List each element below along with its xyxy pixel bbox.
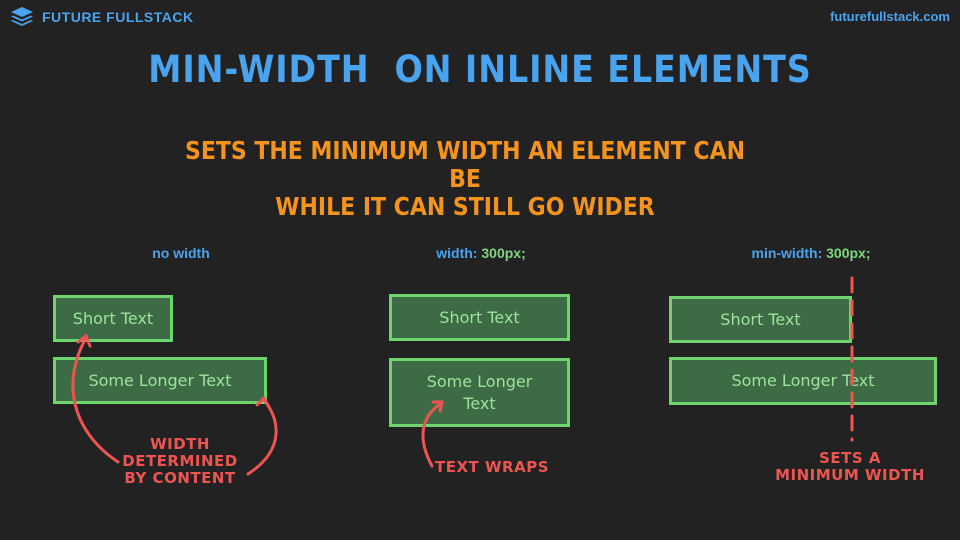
arrow-to-longer-text	[246, 398, 278, 476]
page-title: MIN-WIDTH ON INLINE ELEMENTS	[148, 48, 812, 91]
subtitle: SETS THE MINIMUM WIDTH AN ELEMENT CAN BE…	[183, 137, 746, 221]
note-line: TEXT WRAPS	[435, 458, 549, 476]
brand: FUTURE FULLSTACK	[10, 6, 194, 28]
short-text-box: Short Text	[389, 294, 570, 341]
column-label-no-width: no width	[152, 245, 210, 261]
column-label-text: no width	[152, 245, 210, 261]
column-label-value: 300px;	[481, 245, 526, 261]
subtitle-line-1: SETS THE MINIMUM WIDTH AN ELEMENT CAN BE	[184, 136, 746, 193]
note-sets-minimum-width: SETS A MINIMUM WIDTH	[770, 450, 930, 484]
note-line: SETS A	[819, 449, 881, 467]
note-line: WIDTH	[150, 435, 210, 453]
column-label-text: min-width:	[751, 245, 827, 261]
column-label-width: width: 300px;	[436, 245, 525, 261]
note-line: BY CONTENT	[124, 469, 236, 487]
note-width-determined: WIDTH DETERMINED BY CONTENT	[120, 436, 240, 487]
note-text-wraps: TEXT WRAPS	[432, 459, 552, 476]
column-label-value: 300px;	[826, 245, 871, 261]
short-text-box: Short Text	[53, 295, 173, 342]
site-url: futurefullstack.com	[830, 9, 950, 24]
brand-name: FUTURE FULLSTACK	[42, 9, 194, 25]
longer-text-box: Some Longer Text	[53, 357, 267, 404]
stacked-layers-icon	[11, 7, 33, 26]
note-line: DETERMINED	[122, 452, 238, 470]
short-text-box: Short Text	[669, 296, 852, 343]
longer-text-box: Some Longer Text	[669, 357, 937, 405]
longer-text-box: Some Longer Text	[389, 358, 570, 427]
column-label-min-width: min-width: 300px;	[751, 245, 870, 261]
column-label-text: width:	[436, 245, 482, 261]
note-line: MINIMUM WIDTH	[775, 466, 925, 484]
subtitle-line-2: WHILE IT CAN STILL GO WIDER	[275, 192, 655, 221]
